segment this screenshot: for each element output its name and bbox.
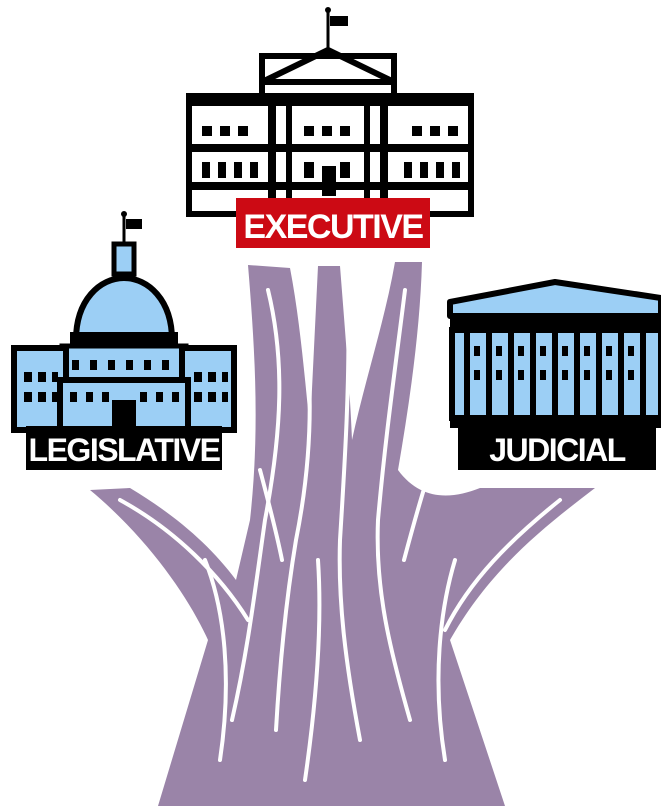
executive-label: EXECUTIVE [236,198,430,248]
supreme-court-icon [447,279,661,428]
judicial-label: JUDICIAL [458,426,656,470]
judicial-label-text: JUDICIAL [489,432,626,468]
capitol-icon [11,211,237,433]
legislative-label: LEGISLATIVE [26,426,222,470]
legislative-label-text: LEGISLATIVE [29,432,221,468]
executive-label-text: EXECUTIVE [243,208,423,246]
white-house-icon [186,7,474,217]
tree-trunk-icon [90,262,595,806]
